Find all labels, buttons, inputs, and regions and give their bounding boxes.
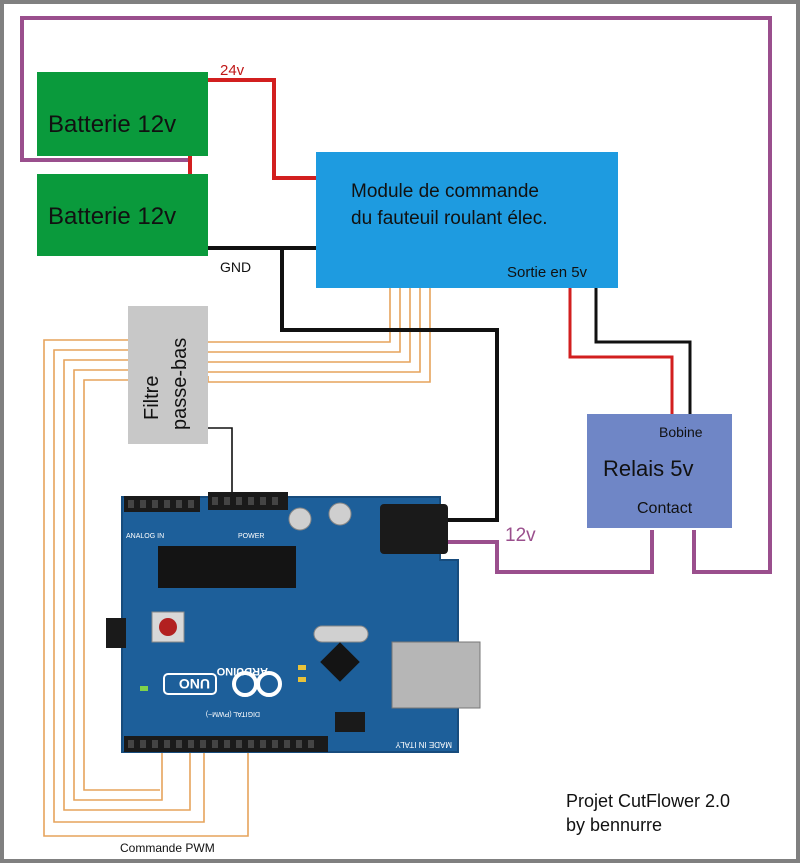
capacitor-2: [328, 502, 352, 526]
usb-port[interactable]: [391, 641, 481, 709]
purple-loop-wire: [20, 16, 772, 574]
digital-label: DIGITAL (PWM~): [206, 710, 260, 717]
battery-bottom-label: Batterie 12v: [48, 203, 176, 230]
label-gnd: GND: [220, 259, 251, 275]
black-coil-wire: [594, 288, 692, 414]
arduino-brand: ARDUINO: [216, 665, 268, 677]
usb-chip: [320, 642, 360, 682]
module-output-label: Sortie en 5v: [507, 264, 588, 281]
crystal: [313, 625, 369, 643]
control-module: [316, 152, 618, 288]
label-24v: 24v: [220, 62, 245, 79]
battery-bottom: [37, 174, 208, 256]
power-label: POWER: [238, 533, 264, 540]
atmega-chip: [158, 546, 296, 588]
icsp-header-left: [106, 618, 126, 648]
red-24v-wire: [208, 78, 318, 180]
relay-5v: [587, 414, 732, 528]
made-in-label: MADE IN ITALY: [395, 740, 452, 749]
analog-in-label: ANALOG IN: [126, 533, 164, 540]
black-gnd-arduino-wire: [280, 248, 499, 522]
header-pins-top: [128, 497, 278, 508]
credit-line1: Projet CutFlower 2.0: [566, 791, 730, 811]
relay-coil-label: Bobine: [659, 424, 703, 440]
module-title-line1: Module de commande: [351, 181, 539, 202]
battery-top: [37, 72, 208, 156]
pwm-label: Commande PWM: [120, 841, 215, 855]
led-on: [140, 686, 148, 691]
relay-title: Relais 5v: [603, 456, 693, 481]
led-l: [298, 665, 306, 670]
led-tx: [298, 677, 306, 682]
header-pins-bottom: [128, 740, 314, 748]
infinity-logo-icon: [232, 671, 282, 697]
arduino-uno-board: ANALOG IN POWER ARDUINO UNO DIGITAL (PWM…: [106, 492, 481, 753]
label-12v: 12v: [505, 525, 536, 546]
low-pass-filter: [128, 306, 208, 444]
icsp-header-right: [335, 712, 365, 732]
battery-top-label: Batterie 12v: [48, 111, 176, 138]
filter-label-line1: Filtre: [141, 376, 163, 420]
credit-line2: by bennurre: [566, 815, 662, 835]
power-jack: [380, 504, 448, 554]
filter-label-line2: passe-bas: [169, 338, 191, 430]
red-coil-wire: [568, 288, 674, 414]
module-title-line2: du fauteuil roulant élec.: [351, 208, 547, 229]
uno-badge: [163, 673, 217, 695]
arduino-model: UNO: [179, 676, 210, 692]
purple-12v-wire: [448, 530, 654, 574]
pwm-wires: [43, 288, 431, 837]
capacitor-1: [288, 507, 312, 531]
filter-ground-wire: [208, 427, 233, 495]
relay-contact-label: Contact: [637, 500, 693, 517]
reset-button-cap: [159, 618, 177, 636]
